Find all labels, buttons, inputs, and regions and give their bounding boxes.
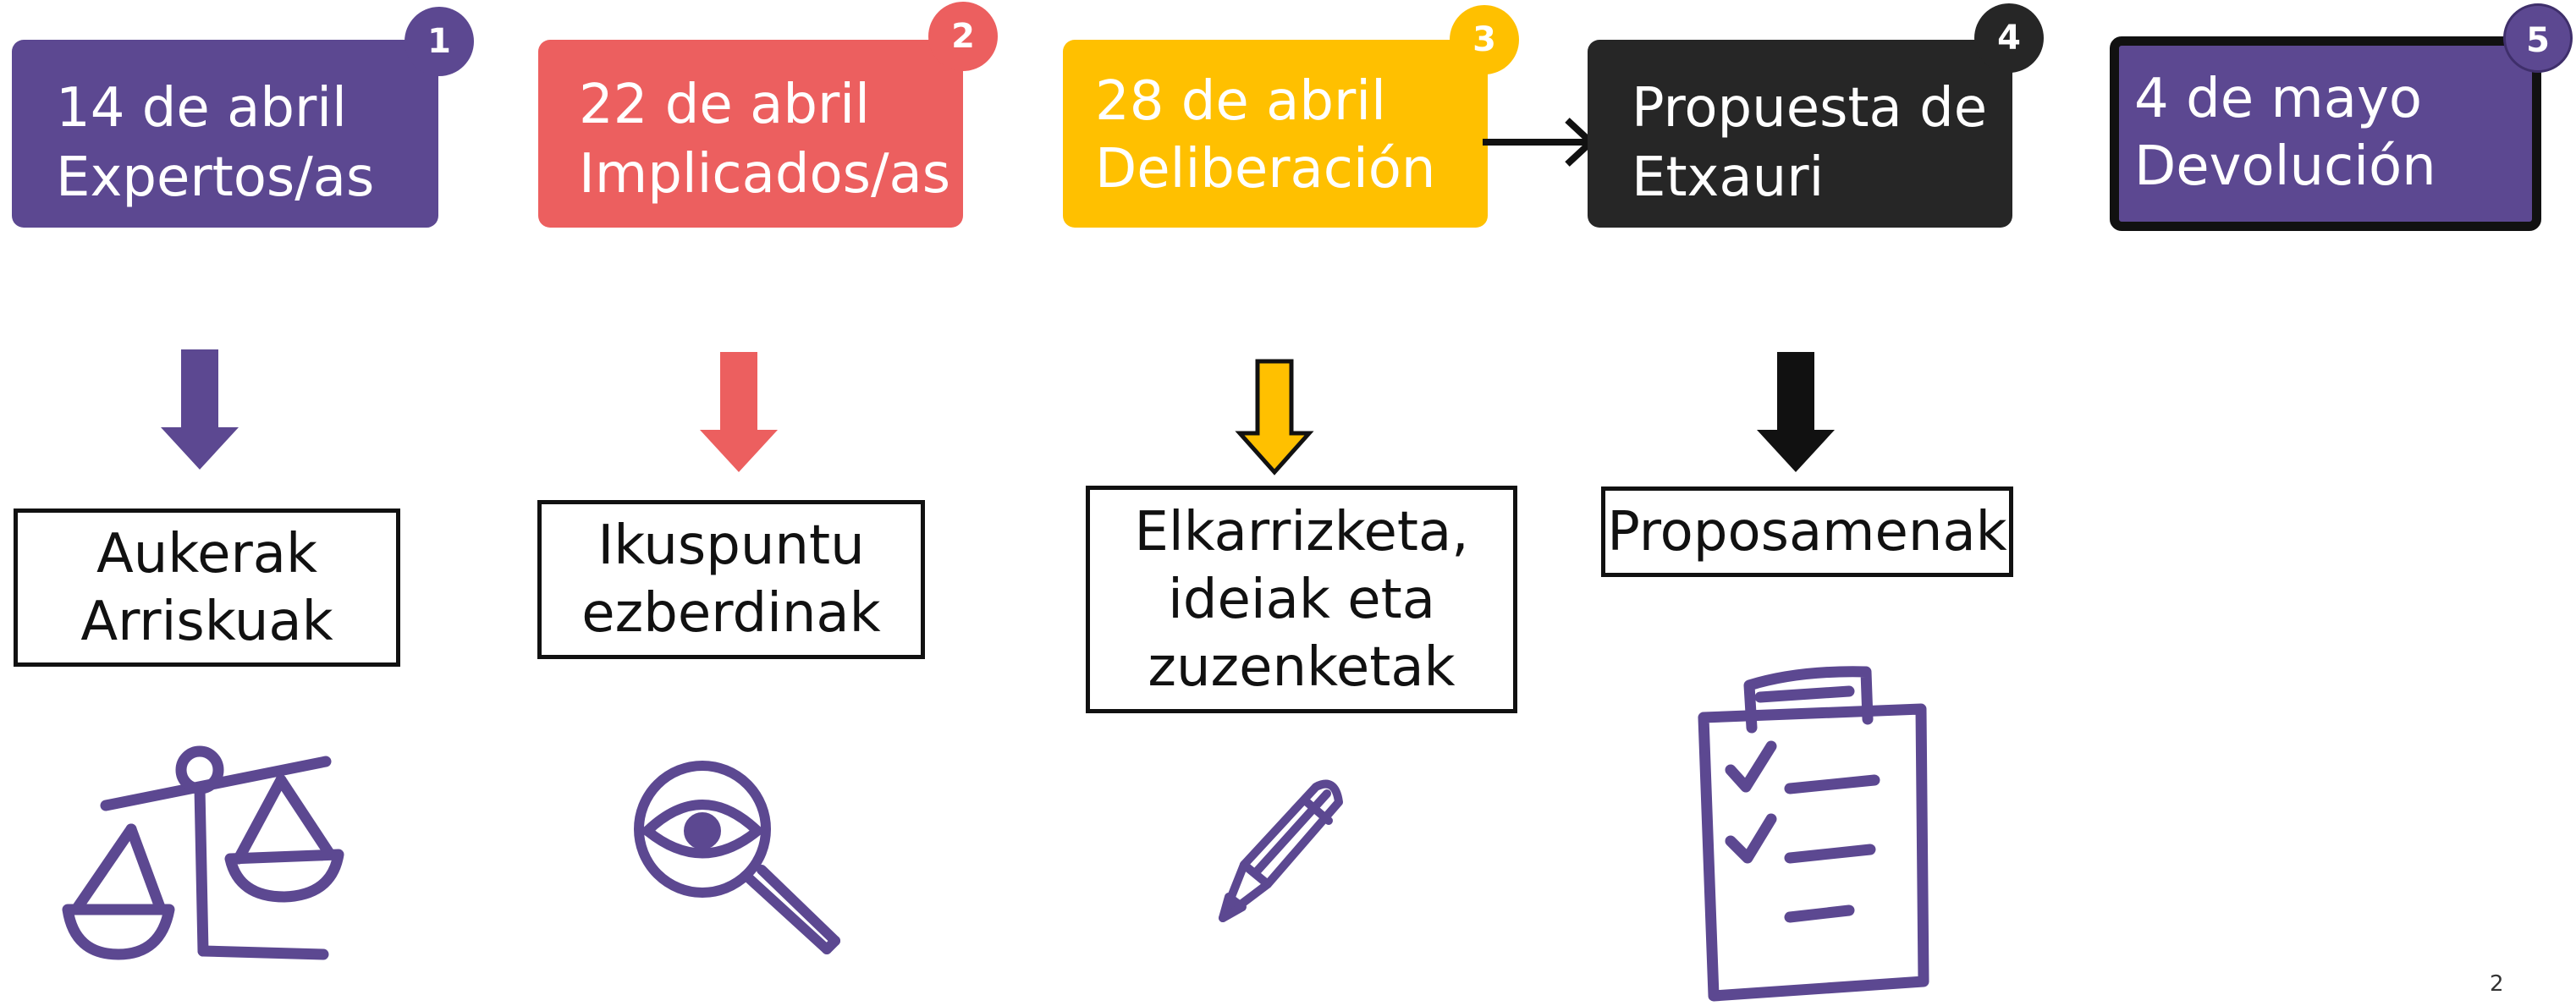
outcome-2-line-1: Ikuspuntu [597,514,865,577]
outcome-box-3: Elkarrizketa, ideiak eta zuzenketak [1086,486,1517,713]
step-5-label: Devolución [2134,135,2436,198]
step-3-badge: 3 [1450,5,1519,74]
outcome-box-2: Ikuspuntu ezberdinak [537,500,925,659]
step-3-box: 28 de abril Deliberación [1063,40,1488,228]
page-number: 2 [2490,971,2504,997]
step-4-title-line-2: Etxauri [1632,146,1825,209]
step-3-date: 28 de abril [1095,70,1386,133]
outcome-3-line-1: Elkarrizketa, [1134,500,1469,563]
step-1-label: Expertos/as [56,146,375,209]
arrow-down-icon [1757,352,1835,472]
step-2-label: Implicados/as [579,143,951,206]
step-1-badge: 1 [405,7,474,76]
arrow-down-icon [161,349,239,470]
scales-icon [62,745,344,960]
step-5-date: 4 de mayo [2134,68,2422,130]
step-2-badge: 2 [928,2,998,71]
step-5-box: 4 de mayo Devolución [2110,36,2541,231]
outcome-3-line-2: ideiak eta [1168,568,1435,631]
step-2-box: 22 de abril Implicados/as [538,40,963,228]
step-4-badge: 4 [1974,3,2044,73]
step-1-date: 14 de abril [56,77,347,140]
outcome-1-line-2: Arriskuak [80,590,333,653]
step-3-label: Deliberación [1095,138,1436,201]
outcome-1-line-1: Aukerak [96,522,318,585]
arrow-down-icon [700,352,778,472]
magnifier-eye-icon [634,761,840,954]
arrow-down-icon [1235,359,1314,476]
step-2-date: 22 de abril [579,74,870,136]
clipboard-checklist-icon [1698,666,1929,1002]
step-4-title-line-1: Propuesta de [1632,77,1988,140]
outcome-3-line-3: zuzenketak [1148,635,1456,699]
step-5-badge: 5 [2503,3,2573,73]
outcome-box-1: Aukerak Arriskuak [14,508,400,667]
outcome-2-line-2: ezberdinak [581,582,881,645]
step-4-box: Propuesta de Etxauri [1588,40,2012,228]
outcome-4-line-1: Proposamenak [1607,500,2007,563]
outcome-box-4: Proposamenak [1601,487,2013,577]
pencil-icon [1219,779,1343,922]
step-1-box: 14 de abril Expertos/as [12,40,438,228]
arrow-right-icon [1483,118,1596,167]
